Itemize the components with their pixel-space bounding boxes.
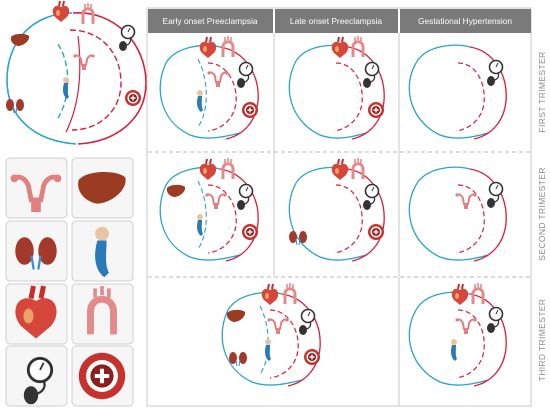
liver-icon	[10, 33, 30, 46]
uterus-icon	[72, 53, 96, 71]
column-label-early-onset: Early onset Preeclampsia	[163, 16, 258, 26]
row-label-first-trimester: FIRST TRIMESTER	[537, 51, 547, 132]
cell-preeclampsia-third	[221, 281, 321, 387]
cell-early-second	[159, 156, 259, 262]
heart-icon	[51, 0, 71, 24]
vascular-cross-section-icon	[79, 353, 125, 399]
maternal-circulation-arc	[72, 12, 147, 145]
blood-pressure-gauge-icon	[118, 24, 136, 52]
column-header-early-onset	[148, 9, 273, 33]
cell-gestational-second	[408, 166, 507, 262]
cell-early-first	[159, 34, 259, 140]
vascular-cross-section-icon	[241, 101, 259, 119]
comparison-grid: Early onset Preeclampsia Late onset Pree…	[146, 7, 547, 407]
cell-late-first	[288, 34, 385, 140]
overview-diagram	[5, 0, 147, 145]
column-label-gestational: Gestational Hypertension	[418, 16, 512, 26]
vascular-cross-section-icon	[367, 101, 385, 119]
vascular-cross-section-icon	[303, 348, 321, 366]
legend-icon-grid	[5, 157, 134, 407]
cell-gestational-third	[408, 281, 507, 387]
vascular-cross-section-icon	[124, 89, 142, 107]
row-label-second-trimester: SECOND TRIMESTER	[537, 167, 547, 260]
row-label-third-trimester: THIRD TRIMESTER	[537, 299, 547, 382]
column-label-late-onset: Late onset Preeclampsia	[290, 16, 383, 26]
column-header-gestational	[400, 9, 531, 33]
cell-gestational-first	[408, 44, 507, 140]
vascular-cross-section-icon	[241, 223, 259, 241]
vascular-cross-section-icon	[367, 223, 385, 241]
fetal-circulation-arc	[6, 12, 77, 145]
column-header-late-onset	[275, 9, 398, 33]
cell-late-second	[288, 156, 385, 262]
